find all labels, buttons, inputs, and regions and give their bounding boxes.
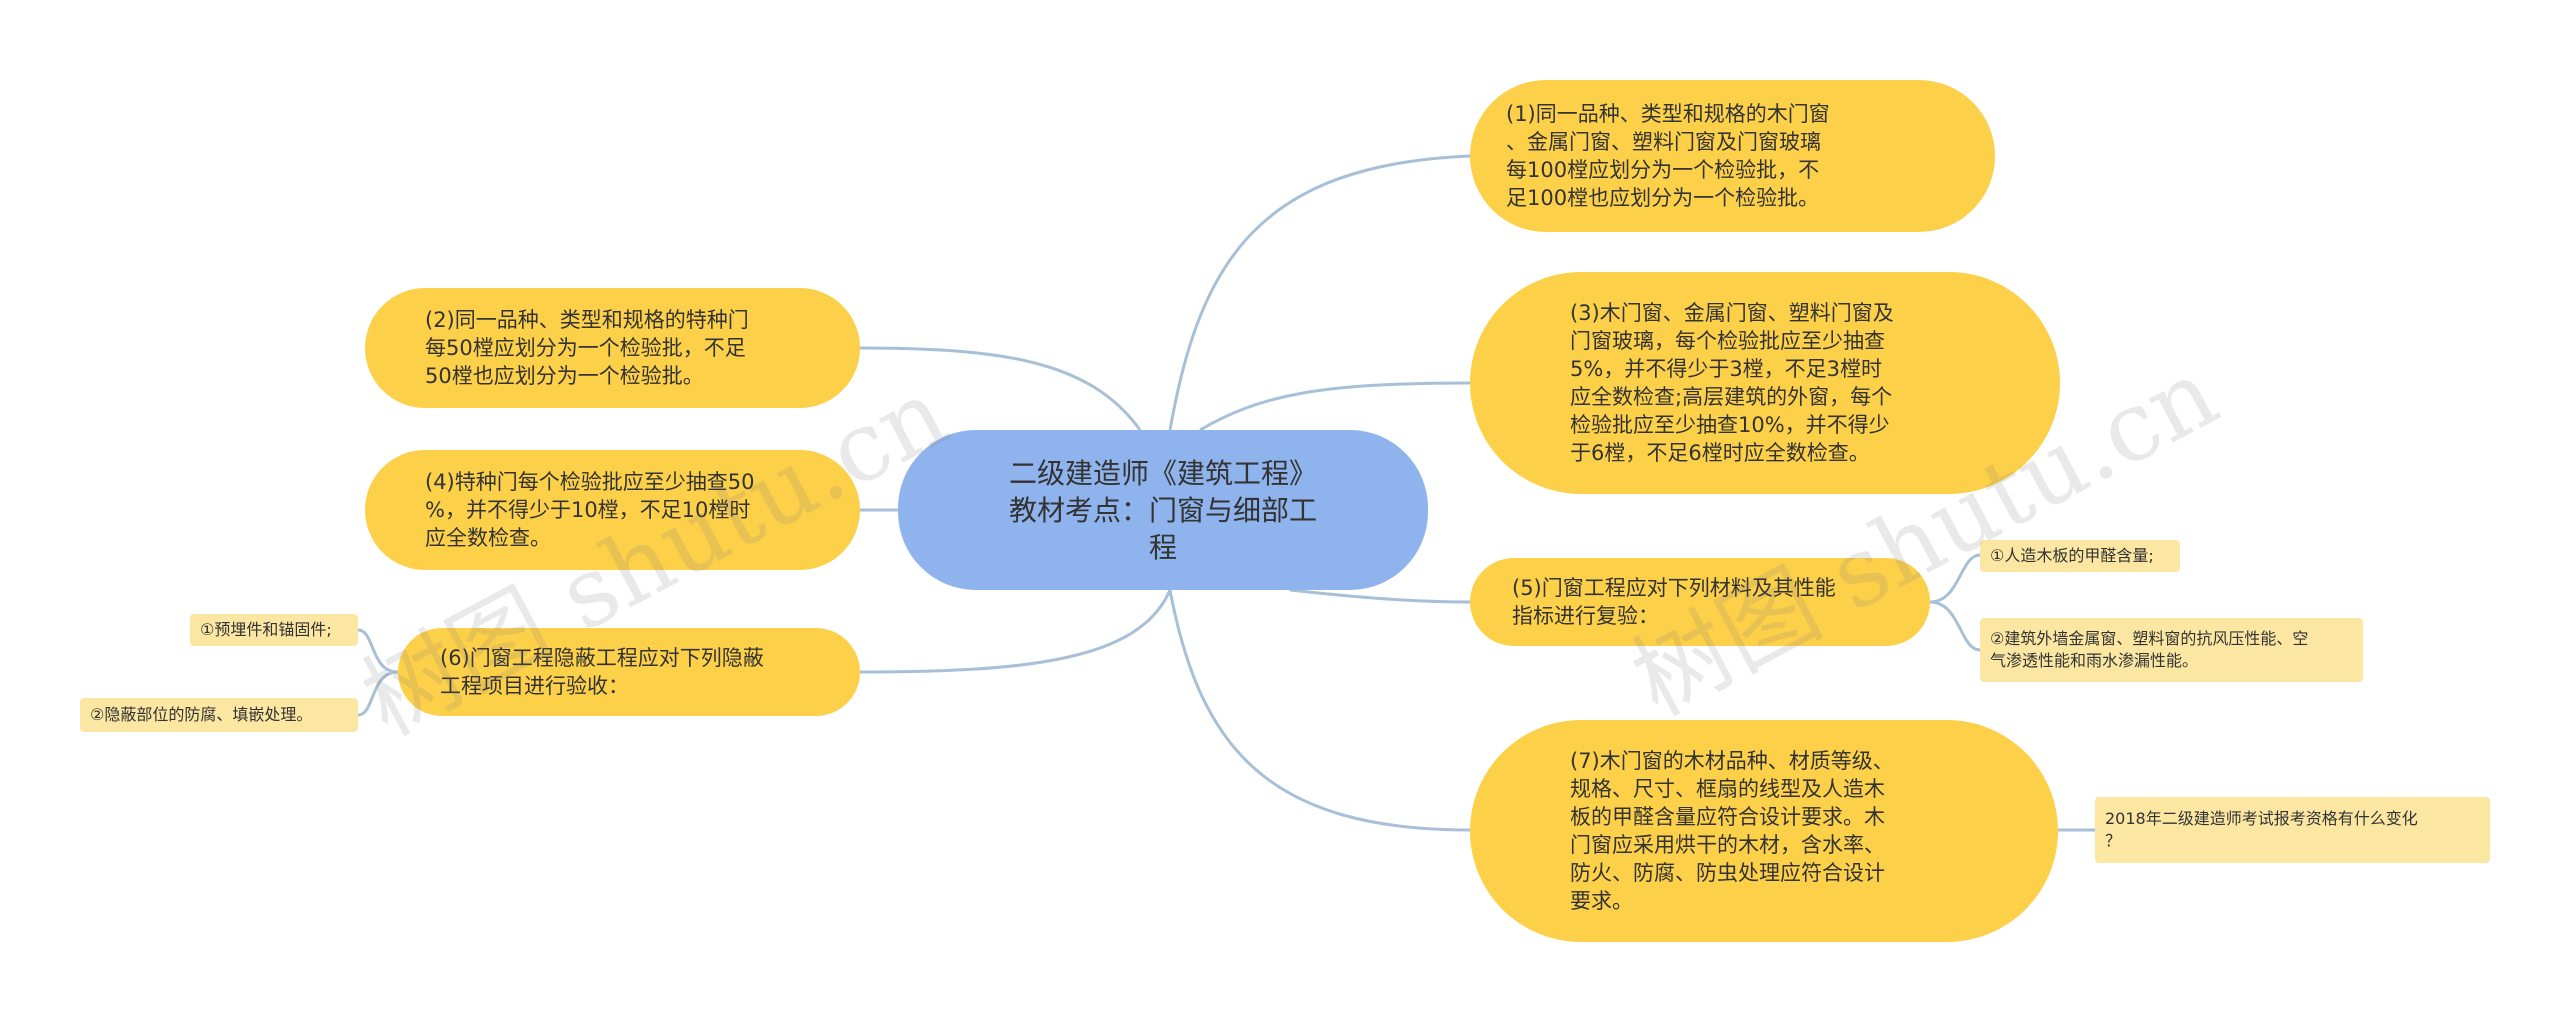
topic-node-2[interactable]: (2)同一品种、类型和规格的特种门 每50樘应划分为一个检验批，不足 50樘也应…	[365, 288, 860, 408]
edge-center-n5	[1289, 588, 1471, 604]
topic-node-4-text: (4)特种门每个检验批应至少抽查50 %，并不得少于10樘，不足10樘时 应全数…	[425, 470, 755, 550]
topic-node-6[interactable]: (6)门窗工程隐蔽工程应对下列隐蔽 工程项目进行验收：	[398, 628, 860, 716]
topic-node-1-text: (1)同一品种、类型和规格的木门窗 、金属门窗、塑料门窗及门窗玻璃 每100樘应…	[1506, 102, 1830, 210]
edge-center-n7	[1168, 589, 1471, 832]
topic-node-7[interactable]: (7)木门窗的木材品种、材质等级、 规格、尺寸、框扇的线型及人造木 板的甲醛含量…	[1470, 720, 2058, 942]
subtopic-6a-text: ①预埋件和锚固件;	[200, 620, 332, 639]
topic-node-5[interactable]: (5)门窗工程应对下列材料及其性能 指标进行复验：	[1470, 558, 1930, 646]
edge-center-n1	[1168, 154, 1471, 431]
topic-node-3-text: (3)木门窗、金属门窗、塑料门窗及 门窗玻璃，每个检验批应至少抽查 5%，并不得…	[1570, 301, 1894, 465]
center-topic[interactable]: 二级建造师《建筑工程》 教材考点：门窗与细部工 程	[898, 430, 1428, 590]
subtopic-5a[interactable]: ①人造木板的甲醛含量;	[1980, 540, 2180, 572]
edge-center-n2	[859, 346, 1142, 431]
subtopic-6a[interactable]: ①预埋件和锚固件;	[190, 614, 358, 646]
edge-center-n3	[1199, 381, 1471, 432]
subtopic-7a[interactable]: 2018年二级建造师考试报考资格有什么变化 ？	[2095, 797, 2490, 863]
topic-node-7-text: (7)木门窗的木材品种、材质等级、 规格、尺寸、框扇的线型及人造木 板的甲醛含量…	[1570, 749, 1894, 913]
edge-center-n6	[859, 589, 1172, 674]
topic-node-4[interactable]: (4)特种门每个检验批应至少抽查50 %，并不得少于10樘，不足10樘时 应全数…	[365, 450, 860, 570]
topic-node-3[interactable]: (3)木门窗、金属门窗、塑料门窗及 门窗玻璃，每个检验批应至少抽查 5%，并不得…	[1470, 272, 2060, 494]
edge-n6-subs	[357, 628, 399, 717]
topic-node-6-text: (6)门窗工程隐蔽工程应对下列隐蔽 工程项目进行验收：	[440, 646, 764, 698]
subtopic-5a-text: ①人造木板的甲醛含量;	[1990, 546, 2154, 565]
subtopic-5b[interactable]: ②建筑外墙金属窗、塑料窗的抗风压性能、空 气渗透性能和雨水渗漏性能。	[1980, 618, 2363, 682]
topic-node-2-text: (2)同一品种、类型和规格的特种门 每50樘应划分为一个检验批，不足 50樘也应…	[425, 308, 749, 388]
subtopic-6b[interactable]: ②隐蔽部位的防腐、填嵌处理。	[80, 698, 358, 732]
subtopic-7a-text: 2018年二级建造师考试报考资格有什么变化 ？	[2105, 809, 2418, 850]
topic-node-5-text: (5)门窗工程应对下列材料及其性能 指标进行复验：	[1512, 576, 1836, 628]
subtopic-5b-text: ②建筑外墙金属窗、塑料窗的抗风压性能、空 气渗透性能和雨水渗漏性能。	[1990, 629, 2309, 670]
center-topic-text: 二级建造师《建筑工程》 教材考点：门窗与细部工 程	[1008, 456, 1317, 564]
topic-node-1[interactable]: (1)同一品种、类型和规格的木门窗 、金属门窗、塑料门窗及门窗玻璃 每100樘应…	[1470, 80, 1995, 232]
subtopic-6b-text: ②隐蔽部位的防腐、填嵌处理。	[90, 705, 313, 724]
edge-n5-subs	[1929, 553, 1981, 652]
